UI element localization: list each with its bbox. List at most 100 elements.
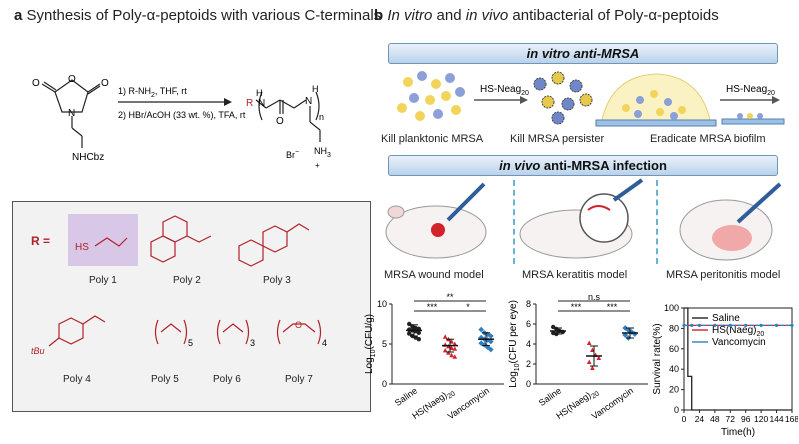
planktonic-bacteria xyxy=(397,71,465,121)
cbz-label: NHCbz xyxy=(72,152,104,163)
in-vitro-banner: in vitro anti-MRSA xyxy=(388,43,778,64)
data-point xyxy=(586,359,592,364)
ammonium-label: NH3 xyxy=(314,146,331,159)
poly4-linker xyxy=(82,315,106,325)
data-point xyxy=(590,365,595,370)
x-tick-label: 120 xyxy=(754,414,768,424)
y-tick-label: 2 xyxy=(526,359,531,369)
significance-label: * xyxy=(466,302,470,312)
product-h: H xyxy=(256,88,263,98)
y-tick-label: 100 xyxy=(664,303,679,313)
in-vivo-illustration xyxy=(385,178,782,261)
product-n2: N xyxy=(305,96,312,107)
data-point xyxy=(416,330,421,335)
product-n1: N xyxy=(258,98,265,109)
chart-wound-cfu: 0510Log10(CFU/g)SalineHS(Naeg)20Vancomyc… xyxy=(364,292,504,421)
keratitis-mouse xyxy=(519,178,644,259)
divider-2 xyxy=(656,180,658,264)
y-tick-label: 0 xyxy=(526,379,531,389)
category-label: Saline xyxy=(393,385,419,408)
bromide-label: Br− xyxy=(286,149,299,160)
poly1-chain xyxy=(94,237,128,247)
poly7-label: Poly 7 xyxy=(285,374,313,385)
oxo-label-2: O xyxy=(101,78,109,89)
in-vitro-illustration: HS-Neag20 HS-Neag20 xyxy=(397,71,780,127)
panel-a-letter: a xyxy=(14,7,23,24)
series-marker xyxy=(713,323,717,327)
poly3-ring1 xyxy=(262,225,288,253)
eradicated-biofilm xyxy=(721,113,785,125)
x-tick-label: 96 xyxy=(741,414,751,424)
caption-keratitis: MRSA keratitis model xyxy=(522,269,628,281)
x-tick-label: 0 xyxy=(682,414,687,424)
ring-oxygen: O xyxy=(68,74,76,85)
series-marker xyxy=(744,323,748,327)
panel-b-title-rest: antibacterial of Poly-α-peptoids xyxy=(508,7,719,24)
significance-label: *** xyxy=(571,302,582,312)
data-point xyxy=(586,340,592,345)
poly6-subscript: 3 xyxy=(250,338,255,348)
y-axis-label: Survival rate(%) xyxy=(652,323,663,394)
data-point xyxy=(452,354,458,359)
poly5-subscript: 5 xyxy=(188,338,193,348)
y-tick-label: 4 xyxy=(526,339,531,349)
y-tick-label: 0 xyxy=(674,405,679,415)
poly5-label: Poly 5 xyxy=(151,374,179,385)
y-tick-label: 0 xyxy=(382,379,387,389)
poly5-chain xyxy=(160,323,182,333)
panel-a-header: a Synthesis of Poly-α-peptoids with vari… xyxy=(14,7,381,24)
arrow-label-1: HS-Neag20 xyxy=(480,84,529,97)
poly5-brackets xyxy=(154,319,188,345)
series-marker xyxy=(728,323,732,327)
oxo-label: O xyxy=(32,78,40,89)
caption-biofilm: Eradicate MRSA biofilm xyxy=(650,133,766,145)
data-point xyxy=(596,355,602,360)
x-axis-label: Time(h) xyxy=(721,427,755,438)
data-point xyxy=(487,333,494,339)
repeat-n: n xyxy=(319,112,324,122)
hs-label: HS xyxy=(75,242,89,253)
poly4-label: Poly 4 xyxy=(63,374,91,385)
data-point xyxy=(478,326,485,333)
y-tick-label: 80 xyxy=(669,323,679,333)
product-structure xyxy=(255,91,321,142)
data-point xyxy=(449,352,454,358)
poly6-brackets xyxy=(216,319,250,345)
x-tick-label: 48 xyxy=(710,414,720,424)
data-point xyxy=(452,346,458,351)
poly7-chain xyxy=(282,323,316,333)
significance-label: ** xyxy=(446,292,454,302)
panel-a-title: Synthesis of Poly-α-peptoids with variou… xyxy=(26,7,382,24)
y-tick-label: 8 xyxy=(526,299,531,309)
panel-b-letter: b xyxy=(374,7,384,24)
persister-bacteria xyxy=(533,71,593,125)
plus-charge: + xyxy=(315,161,320,170)
caption-wound: MRSA wound model xyxy=(384,269,484,281)
category-label: Saline xyxy=(537,385,563,408)
data-point xyxy=(446,350,451,355)
series-marker xyxy=(697,323,702,327)
poly6-label: Poly 6 xyxy=(213,374,241,385)
ring-nitrogen: N xyxy=(68,108,75,119)
significance-label: n.s xyxy=(588,292,601,302)
wound-syringe xyxy=(446,182,486,222)
poly-structures-box: R = HS tBu xyxy=(12,201,371,412)
wound-mouse xyxy=(385,182,487,259)
data-point xyxy=(416,337,421,342)
y-tick-label: 6 xyxy=(526,319,531,329)
series-marker xyxy=(682,323,686,327)
panel-b-title-italic1: In vitro xyxy=(387,7,433,24)
panel-b-header: b In vitro and in vivo antibacterial of … xyxy=(374,7,719,24)
y-tick-label: 40 xyxy=(669,364,679,374)
arrow-label-2: HS-Neag20 xyxy=(726,84,775,97)
data-point xyxy=(442,334,448,339)
series-line-0 xyxy=(684,307,792,411)
series-marker xyxy=(774,323,779,327)
series-marker xyxy=(790,323,794,327)
ether-o: O xyxy=(295,320,302,330)
peritonitis-mouse xyxy=(679,182,782,261)
peritonitis-syringe xyxy=(736,182,782,224)
y-axis-label: Log10(CFU/g) xyxy=(364,314,377,374)
caption-peritonitis: MRSA peritonitis model xyxy=(666,269,781,281)
